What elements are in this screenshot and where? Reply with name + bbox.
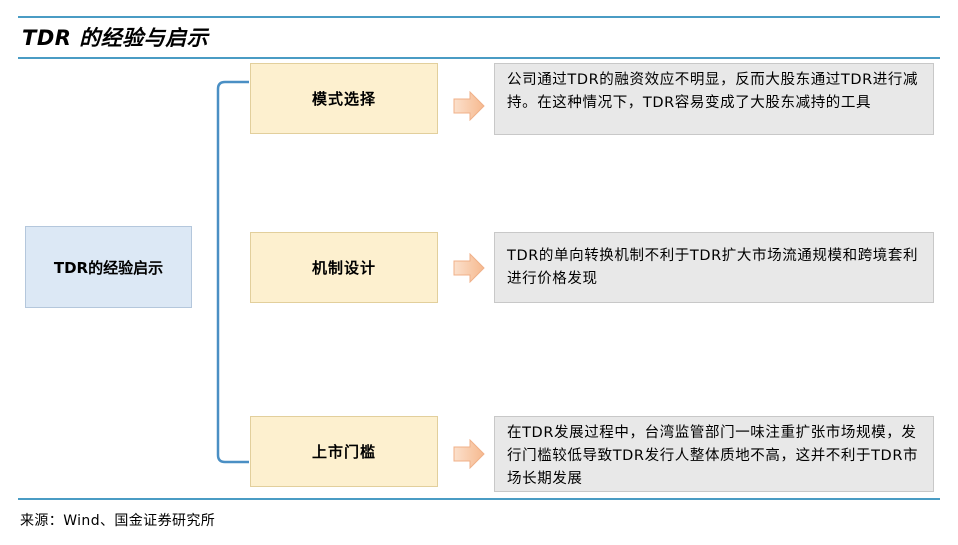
top-rule <box>18 16 940 18</box>
right-arrow-icon <box>453 439 485 469</box>
title-rule <box>18 57 940 59</box>
root-node: TDR的经验启示 <box>25 226 192 308</box>
right-arrow-icon <box>453 91 485 121</box>
branch-description-3: 在TDR发展过程中，台湾监管部门一味注重扩张市场规模，发行门槛较低导致TDR发行… <box>494 416 934 492</box>
branch-node-3: 上市门槛 <box>250 416 438 487</box>
branch-description-2: TDR的单向转换机制不利于TDR扩大市场流通规模和跨境套利进行价格发现 <box>494 232 934 303</box>
right-arrow-icon <box>453 253 485 283</box>
branch-description-1: 公司通过TDR的融资效应不明显，反而大股东通过TDR进行减持。在这种情况下，TD… <box>494 63 934 135</box>
bottom-rule <box>18 498 940 500</box>
tree-connector <box>216 80 249 464</box>
page-title: TDR 的经验与启示 <box>22 26 209 50</box>
branch-node-1: 模式选择 <box>250 63 438 134</box>
branch-node-2: 机制设计 <box>250 232 438 303</box>
source-note: 来源：Wind、国金证券研究所 <box>20 513 216 529</box>
